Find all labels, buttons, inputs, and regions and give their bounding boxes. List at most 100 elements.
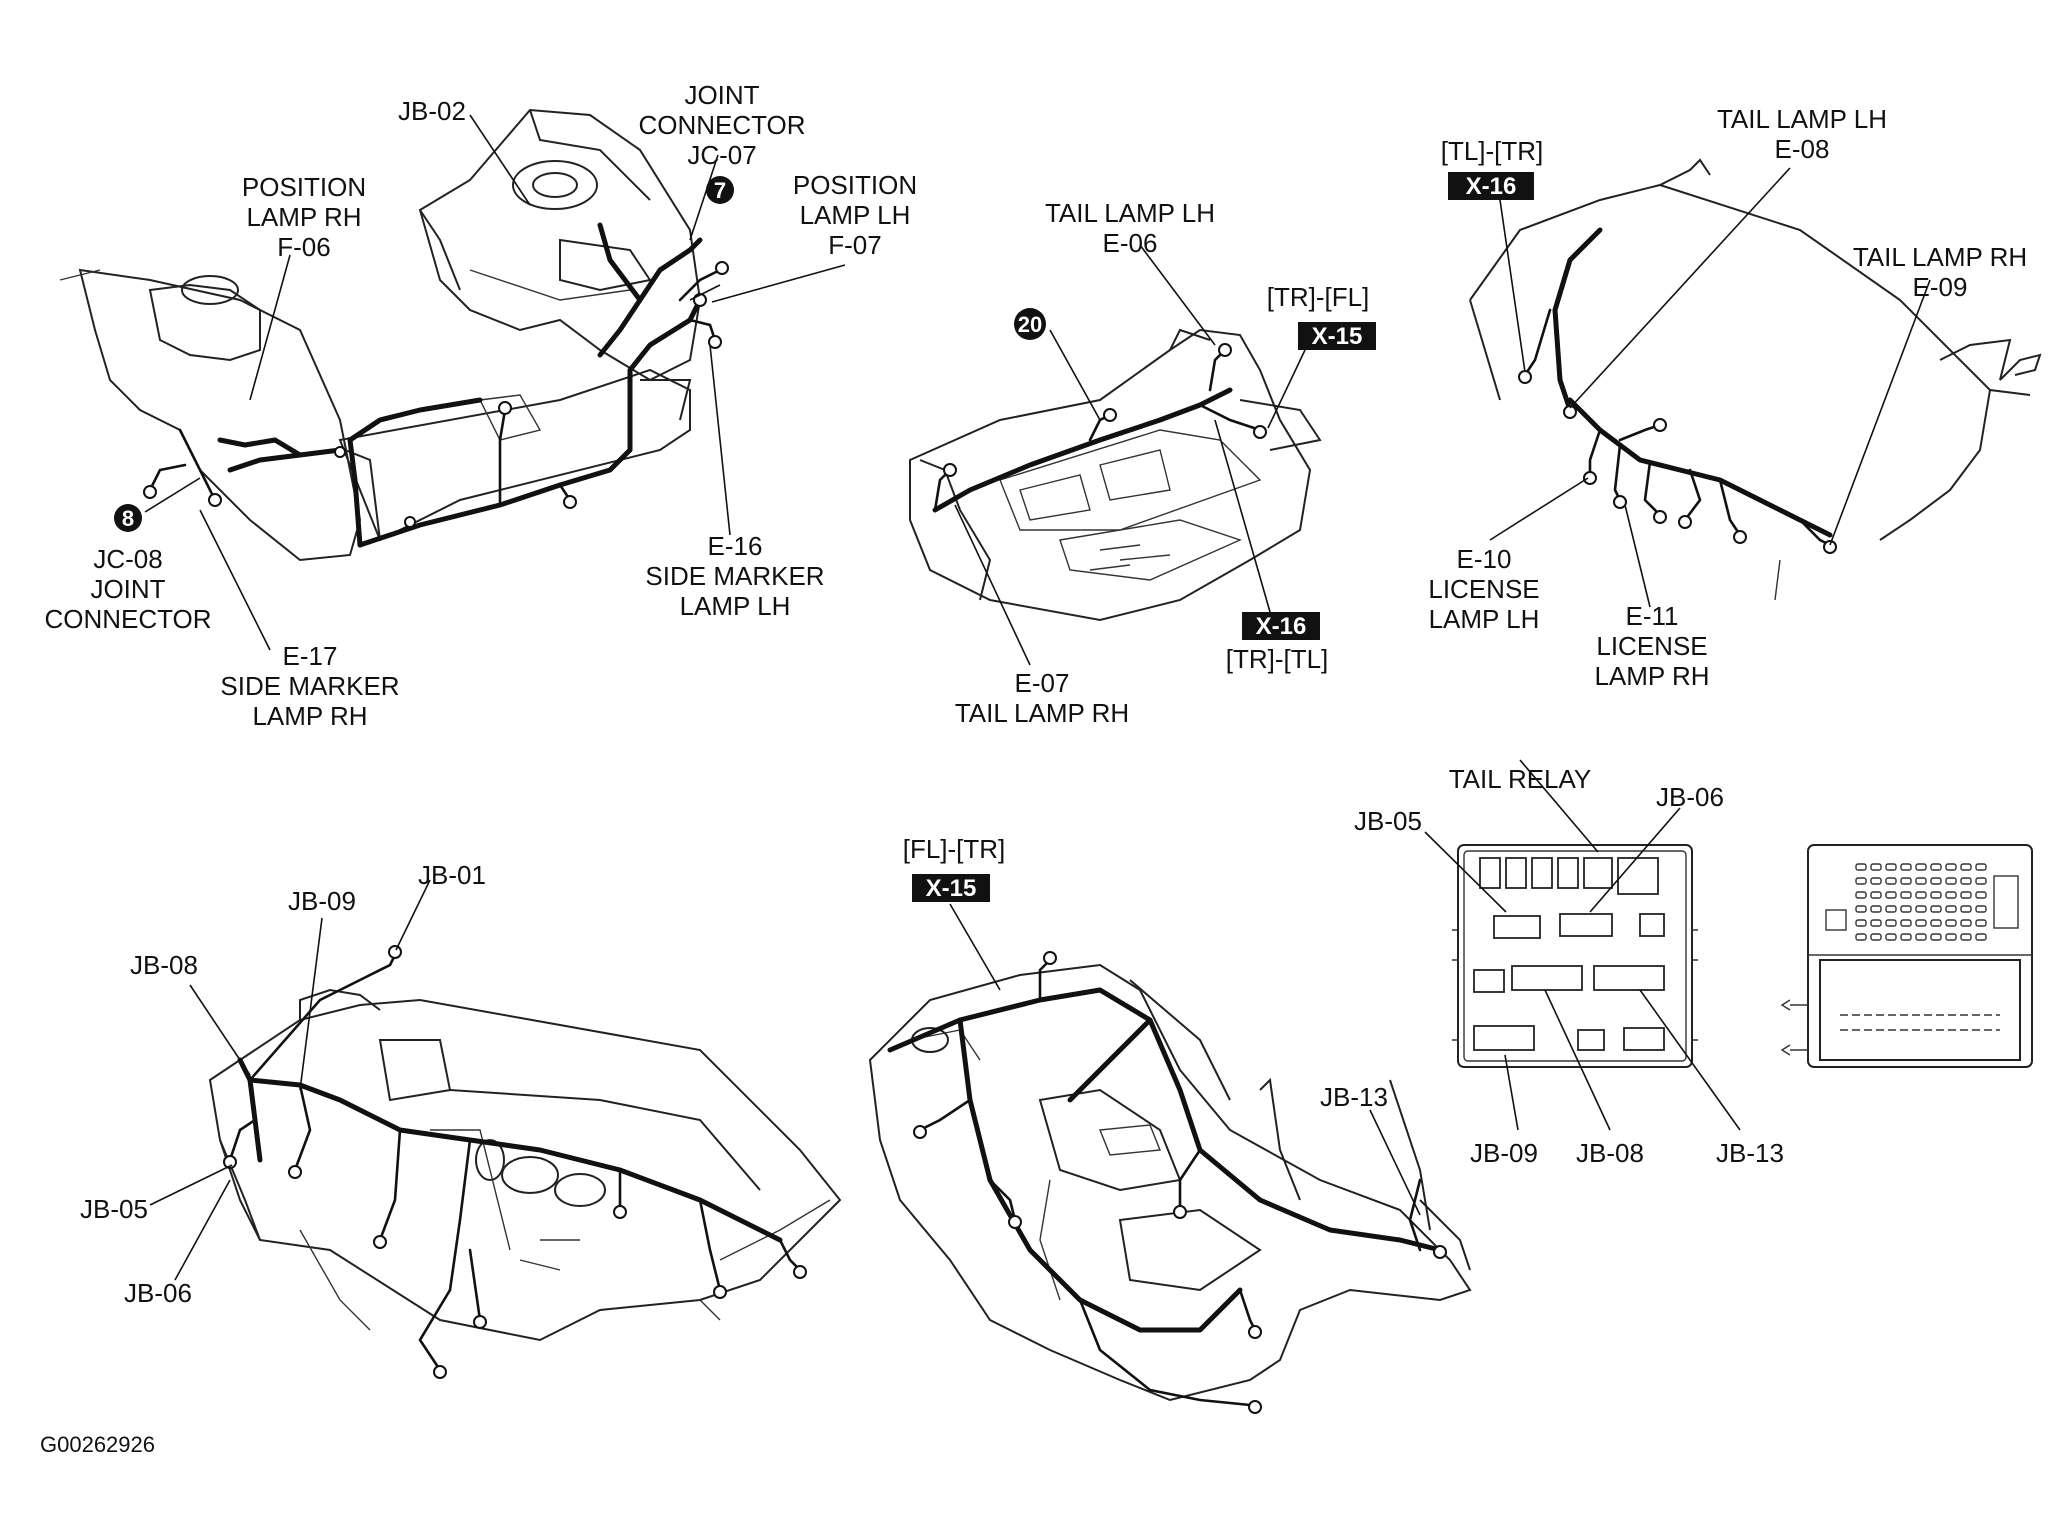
vent-slot [1945, 919, 1957, 927]
label-fltr: [FL]-[TR] [903, 834, 1006, 864]
vent-slot [1870, 877, 1882, 885]
trunk-lid-panel: [TL]-[TR] X-16 TAIL LAMP LH E-08 TAIL LA… [1428, 104, 2042, 691]
vent-slot [1885, 933, 1897, 941]
vent-slot [1855, 877, 1867, 885]
vent-slot [1870, 891, 1882, 899]
vent-slot [1885, 905, 1897, 913]
label-x16-trunk: X-16 [1466, 173, 1517, 200]
vent-slot [1960, 877, 1972, 885]
vent-slot [1945, 863, 1957, 871]
label-tail-lh-trunk-1: TAIL LAMP LH [1717, 104, 1887, 134]
vent-slot [1975, 891, 1987, 899]
label-jc07: JC-07 [687, 140, 756, 170]
label-jc08-connector: CONNECTOR [44, 604, 211, 634]
vent-slot [1915, 933, 1927, 941]
label-e07: E-07 [1015, 668, 1070, 698]
badge-8-label: 8 [122, 506, 134, 531]
label-tail-lh-2: E-06 [1103, 228, 1158, 258]
label-e10-2: LICENSE [1428, 574, 1539, 604]
vent-slot [1855, 905, 1867, 913]
label-jb06: JB-06 [124, 1278, 192, 1308]
vent-slot [1885, 919, 1897, 927]
label-tail-lh-trunk-2: E-08 [1775, 134, 1830, 164]
label-jb05-box: JB-05 [1354, 806, 1422, 836]
vent-slot [1975, 919, 1987, 927]
badge-x16-rear [1242, 612, 1320, 640]
label-jb13-floor: JB-13 [1320, 1082, 1388, 1112]
label-jb06-box: JB-06 [1656, 782, 1724, 812]
label-e11: E-11 [1626, 601, 1679, 631]
label-e16-2: SIDE MARKER [645, 561, 824, 591]
junction-box-panel: TAIL RELAY JB-05 JB-06 JB-09 JB-08 JB-13 [1354, 759, 2033, 1168]
vent-slot [1900, 905, 1912, 913]
junction-box-rear [1807, 844, 2033, 1068]
badge-x15-rear [1298, 322, 1376, 350]
floor-panel: [FL]-[TR] X-15 JB-13 [868, 834, 1472, 1414]
label-pos-rh-3: F-06 [277, 232, 330, 262]
label-jc08-joint: JOINT [90, 574, 165, 604]
label-tail-rh: TAIL LAMP RH [955, 698, 1129, 728]
label-jb05: JB-05 [80, 1194, 148, 1224]
label-x15-floor: X-15 [926, 875, 977, 902]
vent-slot [1930, 891, 1942, 899]
label-e11-3: LAMP RH [1594, 661, 1709, 691]
vent-slot [1930, 933, 1942, 941]
vent-slot [1870, 905, 1882, 913]
vent-slot [1870, 919, 1882, 927]
badge-8 [114, 504, 142, 532]
vent-slot [1870, 933, 1882, 941]
label-jb08-box: JB-08 [1576, 1138, 1644, 1168]
vent-slot [1855, 863, 1867, 871]
vent-slot [1885, 877, 1897, 885]
vent-slot [1975, 863, 1987, 871]
vent-slot [1960, 905, 1972, 913]
label-tail-lh-1: TAIL LAMP LH [1045, 198, 1215, 228]
label-joint-top: JOINT [684, 80, 759, 110]
vent-slot [1915, 905, 1927, 913]
vent-slot [1930, 877, 1942, 885]
badge-20-label: 20 [1018, 312, 1042, 337]
vent-slot [1975, 905, 1987, 913]
label-pos-rh-1: POSITION [242, 172, 366, 202]
vent-slot [1885, 863, 1897, 871]
vent-slot [1885, 891, 1897, 899]
label-pos-lh-2: LAMP LH [800, 200, 911, 230]
badge-7 [706, 176, 734, 204]
vent-slot [1960, 933, 1972, 941]
junction-box-front [1457, 844, 1693, 1068]
label-e17-3: LAMP RH [252, 701, 367, 731]
vent-slot [1900, 863, 1912, 871]
vent-slot [1900, 933, 1912, 941]
vent-slot [1960, 919, 1972, 927]
vent-slot [1945, 891, 1957, 899]
vent-slot [1900, 877, 1912, 885]
badge-7-label: 7 [714, 178, 726, 203]
vent-slot [1900, 891, 1912, 899]
label-tltr: [TL]-[TR] [1441, 136, 1544, 166]
label-jb13-box: JB-13 [1716, 1138, 1784, 1168]
label-jb08: JB-08 [130, 950, 198, 980]
vent-slot [1870, 863, 1882, 871]
label-e17: E-17 [283, 641, 338, 671]
label-trfl: [TR]-[FL] [1267, 282, 1370, 312]
vent-slot [1960, 891, 1972, 899]
label-jb09: JB-09 [288, 886, 356, 916]
label-jb02: JB-02 [398, 96, 466, 126]
vent-slot [1900, 919, 1912, 927]
vent-slot [1855, 919, 1867, 927]
vent-slot [1915, 863, 1927, 871]
vent-slot [1945, 933, 1957, 941]
vent-slot [1960, 863, 1972, 871]
dashboard-panel: JB-01 JB-09 JB-08 JB-05 JB-06 [80, 860, 842, 1379]
label-e10-3: LAMP LH [1429, 604, 1540, 634]
vent-slot [1930, 919, 1942, 927]
label-e16: E-16 [708, 531, 763, 561]
badge-x15-floor [912, 874, 990, 902]
label-tail-rh-trunk-1: TAIL LAMP RH [1853, 242, 2027, 272]
label-x16-rear: X-16 [1256, 613, 1307, 640]
vent-slot [1915, 891, 1927, 899]
label-jb01: JB-01 [418, 860, 486, 890]
vent-slot [1975, 877, 1987, 885]
